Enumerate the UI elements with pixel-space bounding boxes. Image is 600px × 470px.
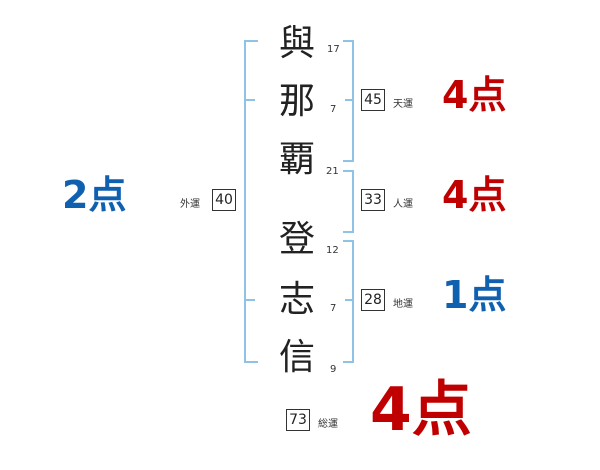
heaven-fortune-value: 45 — [361, 89, 385, 111]
stroke-count-6: 9 — [330, 364, 337, 375]
total-fortune-value: 73 — [286, 409, 310, 431]
outer-fortune-label: 外運 — [180, 199, 200, 210]
outer-fortune-score: 2点 — [62, 173, 127, 217]
outer-bracket-tick — [246, 299, 255, 301]
name-char-1: 與 — [278, 23, 315, 64]
outer-bracket-tick — [246, 99, 255, 101]
name-char-5: 志 — [278, 279, 315, 320]
total-fortune-score: 4点 — [370, 375, 472, 445]
person-fortune-label: 人運 — [393, 199, 413, 210]
stroke-count-4: 12 — [326, 245, 339, 256]
outer-bracket — [244, 40, 258, 363]
earth-fortune-value: 28 — [361, 289, 385, 311]
heaven-fortune-label: 天運 — [393, 99, 413, 110]
outer-fortune-value: 40 — [212, 189, 236, 211]
stroke-count-3: 21 — [326, 166, 339, 177]
name-char-4: 登 — [278, 219, 315, 260]
earth-fortune-score: 1点 — [442, 273, 507, 317]
heaven-fortune-score: 4点 — [442, 73, 507, 117]
person-bracket — [343, 170, 354, 233]
name-char-2: 那 — [278, 81, 315, 122]
total-fortune-label: 総運 — [318, 419, 338, 430]
stroke-count-1: 17 — [327, 44, 340, 55]
heaven-bracket-tick — [345, 99, 354, 101]
name-char-3: 覇 — [278, 139, 315, 180]
stroke-count-2: 7 — [330, 104, 337, 115]
earth-bracket-tick — [345, 299, 354, 301]
earth-bracket — [343, 240, 354, 363]
name-char-6: 信 — [278, 337, 315, 378]
earth-fortune-label: 地運 — [393, 299, 413, 310]
stroke-count-5: 7 — [330, 303, 337, 314]
person-fortune-score: 4点 — [442, 173, 507, 217]
heaven-bracket — [343, 40, 354, 162]
person-fortune-value: 33 — [361, 189, 385, 211]
